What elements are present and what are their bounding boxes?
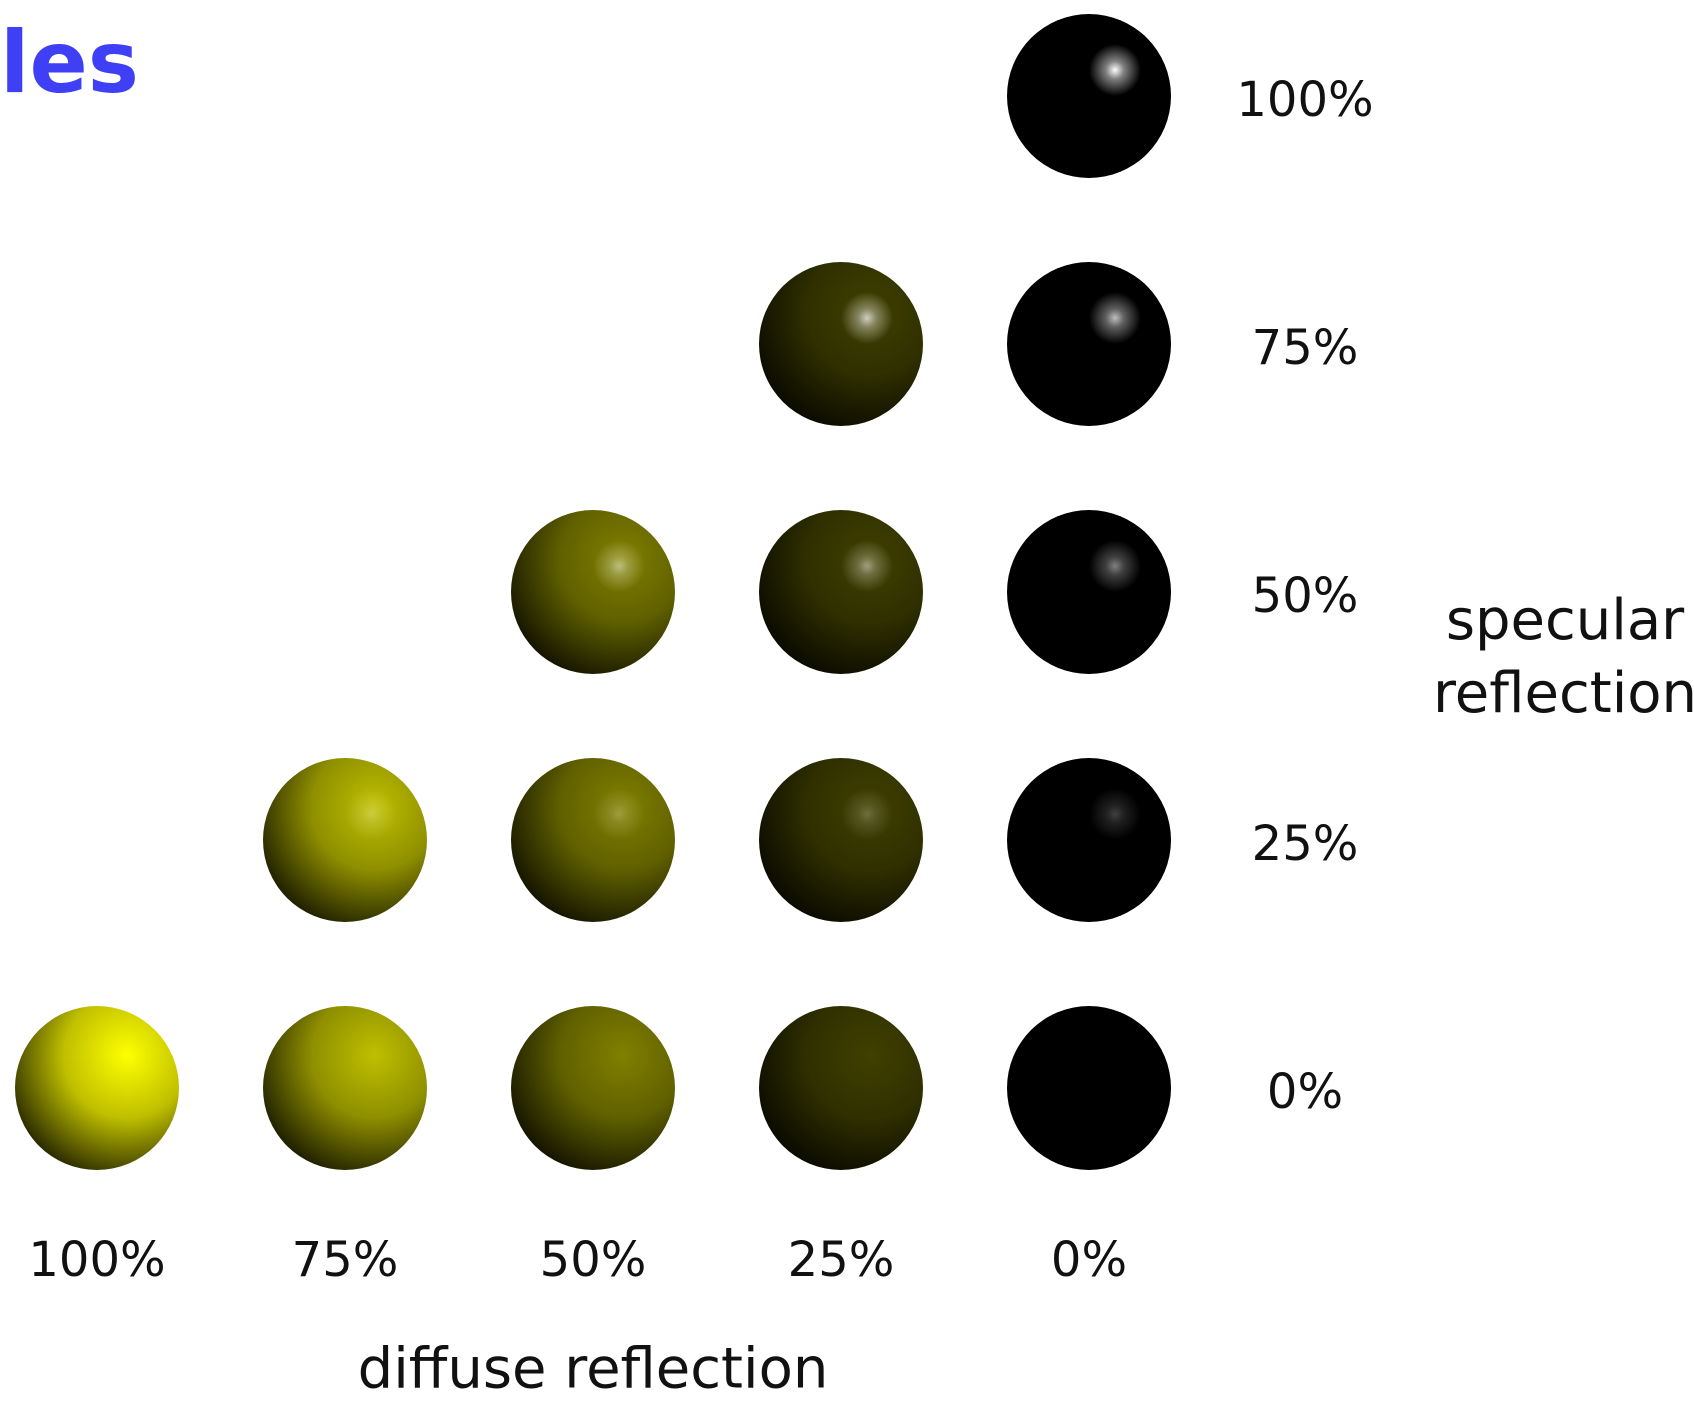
specular-level-label: 75%	[1251, 320, 1359, 376]
specular-axis-title: specular reflection	[1433, 585, 1694, 731]
sphere	[1007, 758, 1171, 922]
sphere	[1007, 510, 1171, 674]
specular-highlight	[841, 540, 893, 592]
sphere	[1007, 262, 1171, 426]
diffuse-level-label: 0%	[1050, 1232, 1128, 1288]
sphere	[759, 758, 923, 922]
diffuse-level-label: 100%	[28, 1232, 166, 1288]
specular-level-label: 25%	[1251, 816, 1359, 872]
diffuse-axis-title: diffuse reflection	[357, 1336, 829, 1402]
specular-highlight	[1089, 788, 1141, 840]
specular-highlight	[1089, 292, 1141, 344]
specular-highlight	[1089, 44, 1141, 96]
sphere	[759, 1006, 923, 1170]
slide-title-fragment: les	[0, 13, 139, 113]
specular-highlight	[841, 788, 893, 840]
specular-axis-title-line1: specular	[1445, 588, 1685, 654]
sphere	[263, 758, 427, 922]
specular-level-label: 0%	[1266, 1064, 1344, 1120]
specular-highlight	[593, 540, 645, 592]
diffuse-level-label: 50%	[539, 1232, 647, 1288]
specular-highlight	[593, 788, 645, 840]
specular-highlight	[841, 292, 893, 344]
sphere	[15, 1006, 179, 1170]
sphere	[759, 262, 923, 426]
diffuse-level-label: 25%	[787, 1232, 895, 1288]
specular-highlight	[345, 788, 397, 840]
sphere	[511, 1006, 675, 1170]
sphere	[1007, 1006, 1171, 1170]
diffuse-level-label: 75%	[291, 1232, 399, 1288]
specular-highlight	[1089, 540, 1141, 592]
specular-axis-title-line2: reflection	[1432, 661, 1694, 726]
sphere	[511, 510, 675, 674]
sphere	[263, 1006, 427, 1170]
specular-level-label: 100%	[1236, 72, 1374, 128]
sphere	[1007, 14, 1171, 178]
specular-level-label: 50%	[1251, 568, 1359, 624]
sphere	[759, 510, 923, 674]
sphere	[511, 758, 675, 922]
